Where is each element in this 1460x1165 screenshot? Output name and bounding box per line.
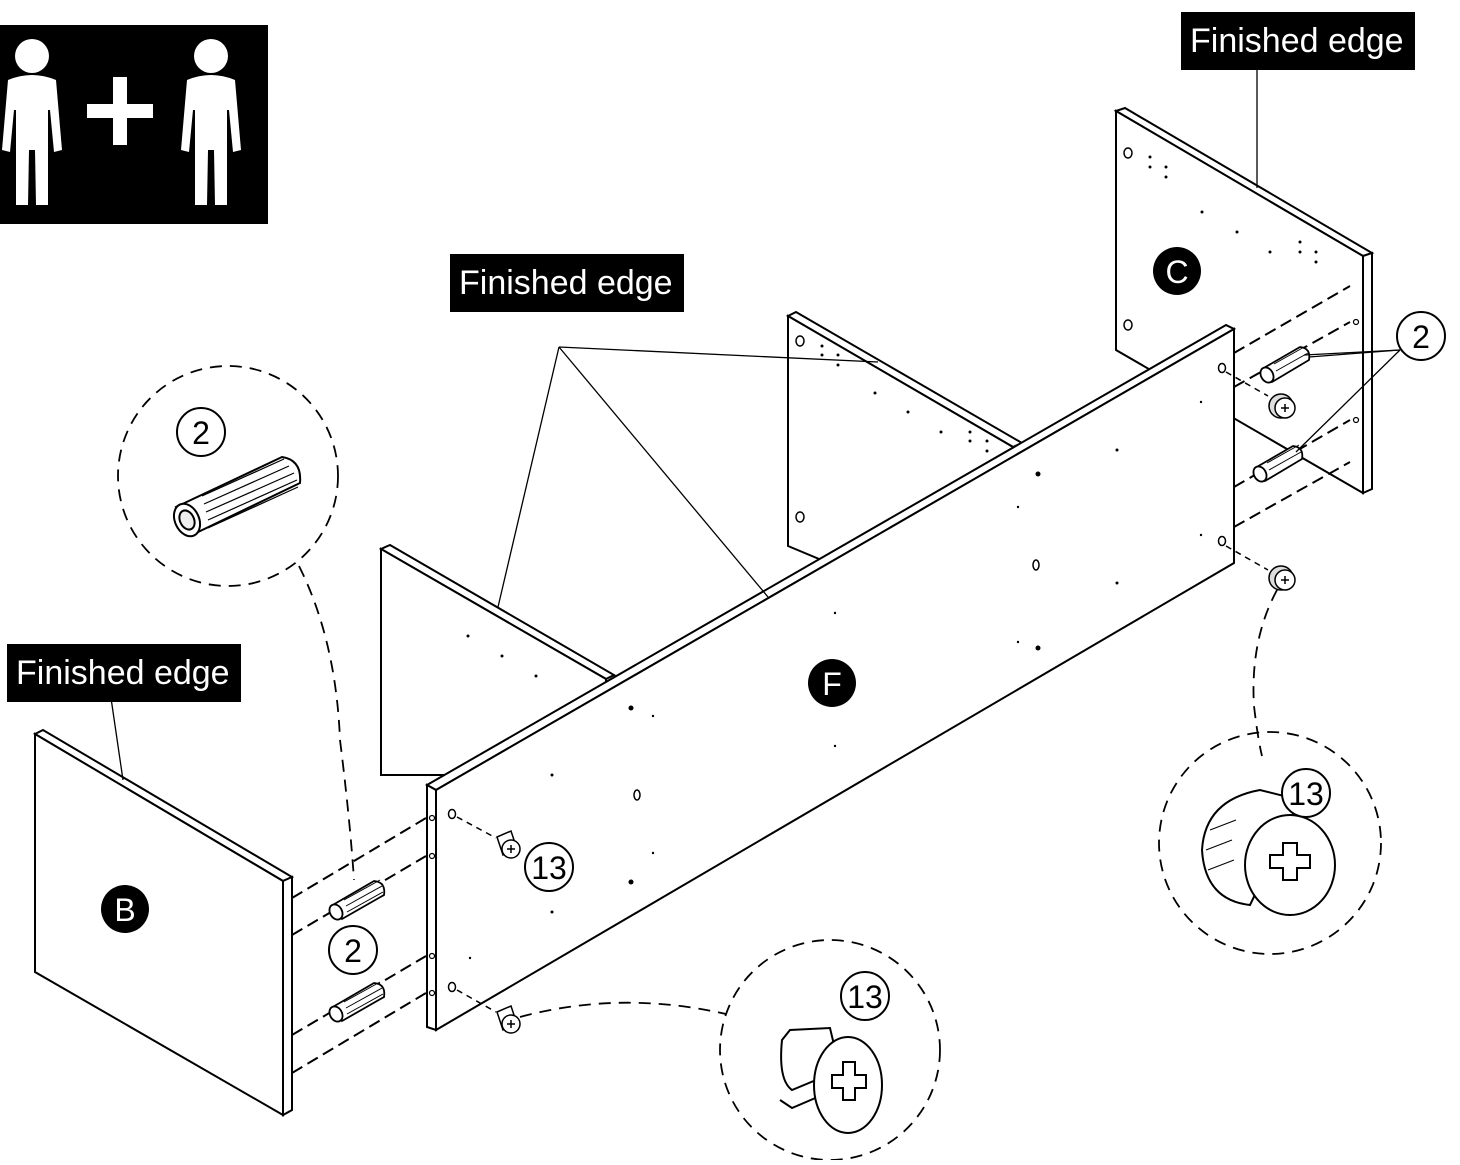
part-badge-f: [808, 659, 856, 707]
cam-lock-icon: [496, 393, 1296, 1034]
finished-edge-label-center: Finished edge: [450, 254, 684, 312]
finished-edge-label-c: Finished edge: [1181, 12, 1415, 70]
two-people-icon: [0, 25, 268, 224]
callout-circle: [328, 925, 378, 975]
part-label-c: C: [1165, 254, 1188, 290]
leader-lines: [110, 68, 1401, 781]
callout-circle: [176, 407, 226, 457]
callout-dowel-zoom: 2: [192, 415, 210, 451]
callout-dowel-b: 2: [344, 933, 362, 969]
callout-cam-zoom-right: 13: [1288, 776, 1324, 812]
cam-zoom-bottom-icon: [779, 1026, 883, 1134]
part-label-f: F: [822, 666, 842, 702]
callout-circle: [840, 971, 890, 1021]
panel-b: [32, 728, 295, 1117]
callout-cam-b: 13: [531, 850, 567, 886]
wooden-dowel-icon: [1252, 345, 1311, 483]
wooden-dowel-icon: [328, 879, 386, 1023]
panel-c: [1113, 106, 1375, 495]
finished-edge-label-b: Finished edge: [7, 644, 241, 702]
callout-circle: [1281, 768, 1331, 818]
callout-cam-zoom-bottom: 13: [847, 979, 883, 1015]
callout-circle: [524, 842, 574, 892]
dowel-zoom-icon: [172, 455, 302, 538]
callout-circle: [1396, 311, 1446, 361]
part-label-b: B: [114, 892, 135, 928]
part-badge-b: [101, 885, 149, 933]
part-badge-c: [1153, 247, 1201, 295]
zoom-links: [117, 365, 1382, 1161]
callout-dowel-c: 2: [1412, 319, 1430, 355]
cam-zoom-right-icon: [1200, 788, 1336, 916]
